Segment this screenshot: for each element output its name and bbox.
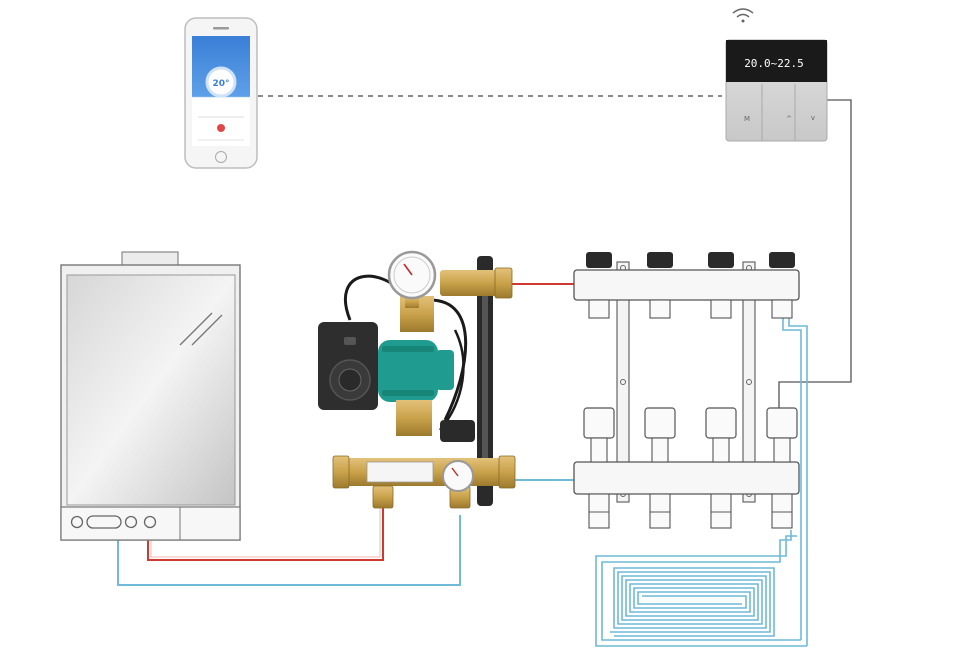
rail-bolt-left-2 [620,379,626,385]
pump-motor-ribs [382,346,434,352]
connections [117,95,852,646]
phone-temperature: 20° [212,79,229,89]
phone-home-button [215,151,227,163]
thermostat-down-button: v [811,114,815,122]
mid-brass-column [396,400,432,436]
boiler-reflection-2 [191,314,223,346]
phone-speaker [213,27,229,30]
thermostat-icon: 20.0~22.5 M ^ v [725,8,828,142]
loop-supply-riser [782,318,802,640]
gauge-top-neck [405,296,419,308]
wifi-arc-outer [732,8,754,14]
pump-inlet-connector [436,350,454,390]
boiler-knob-1 [70,515,84,529]
top-outlet-4 [771,299,793,319]
bottom-outlet-2 [649,493,671,529]
flow-meter-cap-1 [586,252,612,268]
bottom-outlet-4 [771,493,793,529]
pump-dial-center [338,368,362,392]
thermostat-screen [726,40,827,82]
bottom-right-fitting [498,455,516,489]
thermostat-signal-wire [778,99,852,412]
gauge-bottom-needle [451,467,459,477]
floor-heating-loop-icon [595,530,807,647]
actuator-3 [705,407,737,439]
pump-cable-2 [429,298,468,421]
boiler-knob-3 [143,515,157,529]
wifi-icon [732,8,754,23]
bracket-slot [482,290,488,470]
pump-motor-ribs-2 [382,390,434,396]
boiler-reflection-1 [179,312,213,346]
actuator-stem-2 [651,437,669,463]
pressure-gauge-icon [442,460,474,492]
boiler-knob-2 [124,515,138,529]
top-outlet-1 [588,299,610,319]
thermostat-display: 20.0~22.5 [744,57,804,70]
manifold-bottom-header [573,461,800,495]
phone-power-icon [217,124,225,132]
boiler-return-pipe [117,515,461,586]
loop-coil-outer [601,530,801,641]
boiler-control-panel [60,506,241,541]
actuator-stem-3 [712,437,730,463]
boiler-display [86,515,122,529]
top-outlet-3 [710,299,732,319]
bottom-left-fitting [332,455,350,489]
pump-icon [318,250,516,509]
manifold-rail-left [616,261,630,503]
actuator-stem-4 [773,437,791,463]
manifold-rail-right [742,261,756,503]
rail-bolt-right-2 [746,379,752,385]
mixer-actuator [440,420,475,442]
actuator-1 [583,407,615,439]
bottom-outlet-3 [710,493,732,529]
pump-indicator [344,337,356,345]
flow-meter-cap-3 [708,252,734,268]
flow-meter-cap-2 [647,252,673,268]
gauge-top-needle [403,263,413,276]
pressure-gauge-icon [387,250,437,308]
wifi-dot [741,19,745,23]
phone-dial [205,66,237,98]
wifi-arc-inner [736,13,750,18]
loop-coil-3 [610,571,771,633]
pump-motor-housing [378,340,438,402]
boiler-supply-fitting [372,485,394,509]
boiler-icon [60,251,241,541]
loop-supply-riser-2 [788,318,808,646]
smartphone-icon: 20° [184,17,258,169]
boiler-flue [121,251,179,267]
thermostat-mode-button: M [744,115,750,123]
manifold-icon [573,252,800,529]
top-outlet-2 [649,299,671,319]
manifold-top-header [573,269,800,301]
top-brass-fitting [494,267,513,299]
actuator-4 [766,407,798,439]
gauge-top-rim [393,256,431,294]
boiler-supply-pipe-inner [150,505,381,558]
bottom-outlet-1 [588,493,610,529]
boiler-supply-pipe [147,505,384,561]
loop-coil-4 [613,567,775,637]
top-brass-pipe [440,270,512,296]
flow-meter-cap-4 [769,252,795,268]
thermostat-up-button: ^ [786,115,792,123]
boiler-front-panel [66,274,236,506]
actuator-stem-1 [590,437,608,463]
mixer-label-plate [366,461,434,483]
loop-coil-2 [595,535,807,647]
actuator-2 [644,407,676,439]
